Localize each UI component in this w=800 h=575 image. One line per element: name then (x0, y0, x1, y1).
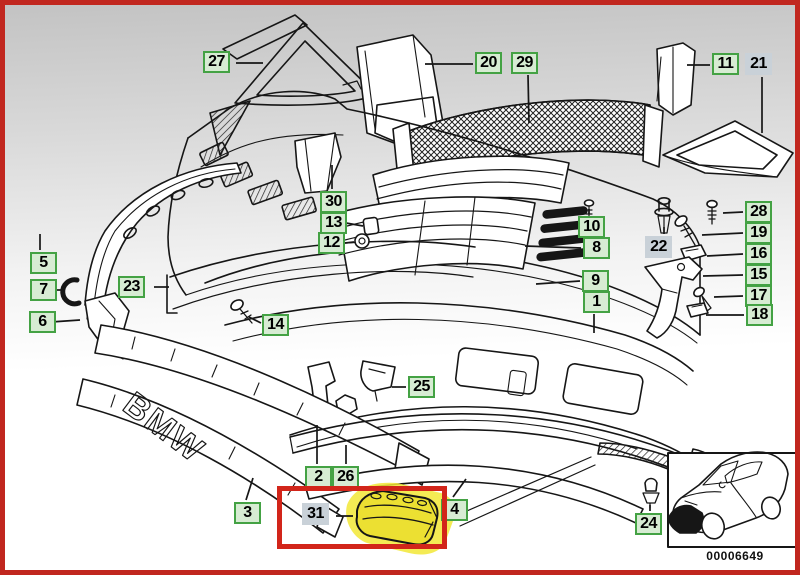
leader-line-14 (248, 316, 262, 324)
part-14-art (230, 299, 253, 324)
part-label-28: 28 (745, 201, 772, 223)
part-label-4: 4 (441, 499, 468, 521)
leader-line-8 (524, 245, 582, 249)
leader-line-15 (702, 274, 744, 277)
part-18-art (686, 302, 709, 318)
part-label-26: 26 (332, 466, 359, 488)
part-label-11: 11 (712, 53, 739, 75)
part-12-art (354, 233, 370, 249)
leader-line-16 (706, 253, 744, 257)
leader-line-29 (527, 74, 530, 124)
part-label-29: 29 (511, 52, 538, 74)
part-label-25: 25 (408, 376, 435, 398)
part-label-16: 16 (745, 243, 772, 265)
leader-line-12 (344, 241, 355, 244)
part-11-art (656, 42, 696, 116)
part-25-art (360, 360, 396, 402)
part-label-2: 2 (305, 466, 332, 488)
part-label-18: 18 (746, 304, 773, 326)
part-15-art (644, 256, 703, 339)
diagram-code: 00006649 (706, 549, 764, 563)
car-inset-art (667, 451, 795, 548)
leader-line-13 (345, 222, 364, 227)
leader-lines (39, 62, 763, 517)
part-label-5: 5 (30, 252, 57, 274)
part-label-9: 9 (582, 270, 609, 292)
part-19-art (674, 215, 696, 246)
part-label-30: 30 (320, 191, 347, 213)
part-label-27: 27 (203, 51, 230, 73)
part-label-7: 7 (30, 279, 57, 301)
part-label-31: 31 (302, 503, 329, 525)
leader-line-17 (713, 295, 744, 298)
leader-line-9 (535, 280, 581, 285)
part-label-22: 22 (645, 236, 672, 258)
part-30-art (294, 132, 342, 194)
part-31-art (346, 482, 455, 555)
leader-line-19 (701, 232, 744, 236)
part-label-8: 8 (583, 237, 610, 259)
leader-line-4 (452, 478, 467, 498)
part-label-19: 19 (745, 222, 772, 244)
part-label-20: 20 (475, 52, 502, 74)
part-label-3: 3 (234, 502, 261, 524)
part-label-12: 12 (318, 232, 345, 254)
part-label-21: 21 (745, 53, 772, 75)
part-label-13: 13 (320, 212, 347, 234)
part-label-10: 10 (578, 216, 605, 238)
part-28-art (706, 199, 718, 225)
part-label-6: 6 (29, 311, 56, 333)
diagram-art: BMW (60, 14, 795, 555)
part-17-art (693, 286, 712, 312)
part-13-art (362, 216, 380, 236)
part-label-14: 14 (262, 314, 289, 336)
part-7-art (60, 277, 82, 307)
part-21-art (662, 120, 794, 178)
part-label-1: 1 (583, 291, 610, 313)
part-22-art (654, 197, 674, 234)
leader-line-3 (245, 477, 254, 501)
part-label-23: 23 (118, 276, 145, 298)
part-label-15: 15 (745, 264, 772, 286)
leader-line-28 (722, 211, 744, 214)
part-label-24: 24 (635, 513, 662, 535)
